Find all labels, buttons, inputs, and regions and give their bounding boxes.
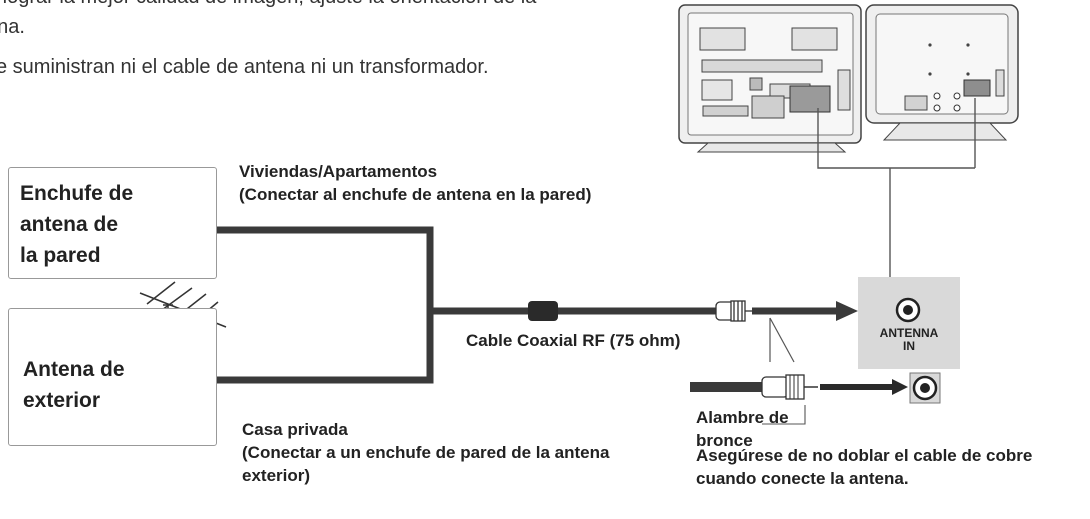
- antenna-in-panel: [858, 277, 960, 369]
- apartments-caption-line-2: (Conectar al enchufe de antena en la par…: [239, 185, 592, 204]
- private-house-caption-line-3: exterior): [242, 466, 311, 485]
- detail-callout: [769, 317, 795, 363]
- connect-arrow: [752, 301, 858, 321]
- detail-note: Asegúrese de no doblar el cable de cobre…: [696, 444, 1032, 490]
- tv-connector-lines: [817, 98, 976, 278]
- coaxial-cable: [167, 226, 728, 384]
- apartments-caption-line-1: Viviendas/Apartamentos: [239, 162, 438, 181]
- intro-line-2: ena.: [0, 16, 25, 38]
- wall-socket-label-line-2: antena de: [20, 213, 119, 236]
- private-house-caption: Casa privada (Conectar a un enchufe de p…: [242, 418, 609, 487]
- ferrite-core: [528, 301, 558, 321]
- outdoor-antenna-box: [8, 308, 217, 446]
- apartments-caption: Viviendas/Apartamentos (Conectar al ench…: [239, 160, 591, 206]
- tv-back-illustration: [678, 4, 1019, 153]
- brass-wire-label-line-2: bronce: [696, 431, 753, 450]
- intro-line-1: a lograr la mejor calidad de imagen, aju…: [0, 0, 536, 9]
- detail-connector: [690, 372, 941, 425]
- wall-socket-box: [8, 167, 217, 279]
- outdoor-antenna-label-line-2: exterior: [23, 389, 101, 412]
- intro-line-3: se suministran ni el cable de antena ni …: [0, 56, 489, 78]
- private-house-caption-line-1: Casa privada: [242, 420, 348, 439]
- brass-wire-label: Alambre de bronce: [696, 406, 789, 452]
- antenna-in-label: ANTENNA IN: [858, 327, 960, 353]
- outdoor-antenna-label-line-1: Antena de: [23, 358, 125, 381]
- wall-socket-label-line-1: Enchufe de: [20, 182, 134, 205]
- f-connector: [715, 300, 752, 322]
- private-house-caption-line-2: (Conectar a un enchufe de pared de la an…: [242, 443, 610, 462]
- brass-wire-label-line-1: Alambre de: [696, 408, 789, 427]
- cable-label: Cable Coaxial RF (75 ohm): [466, 331, 681, 350]
- wall-socket-label-line-3: la pared: [20, 244, 101, 267]
- outdoor-antenna-label: Antena de exterior: [23, 354, 125, 416]
- detail-note-line-1: Asegúrese de no doblar el cable de cobre: [696, 446, 1033, 465]
- wall-socket-label: Enchufe de antena de la pared: [20, 178, 133, 271]
- antenna-in-label-line-1: ANTENNA: [879, 326, 939, 340]
- antenna-in-label-line-2: IN: [903, 339, 915, 353]
- detail-note-line-2: cuando conecte la antena.: [696, 469, 909, 488]
